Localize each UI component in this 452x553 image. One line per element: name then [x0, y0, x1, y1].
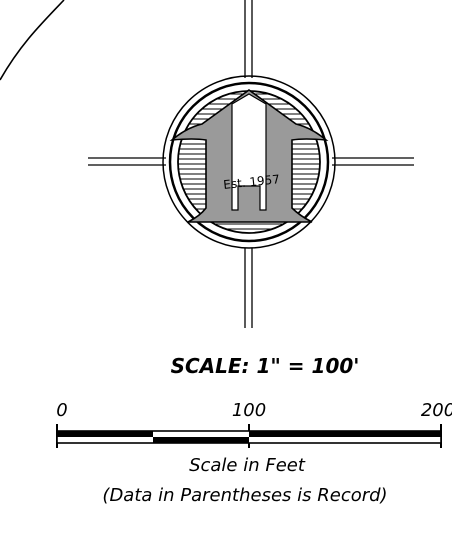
north-arrow-logo: Est. 1957	[162, 75, 336, 249]
arrow-h-inner	[231, 93, 267, 211]
est-text: Est. 1957	[223, 172, 281, 192]
scale-tick-100: 100	[232, 400, 266, 421]
scale-tick-0: 0	[56, 400, 67, 421]
scale-tick-200: 200	[421, 400, 452, 421]
scale-caption: Scale in Feet	[189, 455, 306, 476]
record-note: (Data in Parentheses is Record)	[102, 485, 387, 506]
scale-bar-segment-a	[57, 431, 153, 437]
crosshair-lines	[88, 0, 414, 328]
scale-bar	[56, 424, 442, 448]
scale-bar-segment-b	[153, 437, 249, 443]
scale-label: SCALE: 1" = 100'	[171, 354, 360, 378]
scale-bar-segment-c	[249, 431, 441, 437]
boundary-line	[0, 0, 65, 81]
